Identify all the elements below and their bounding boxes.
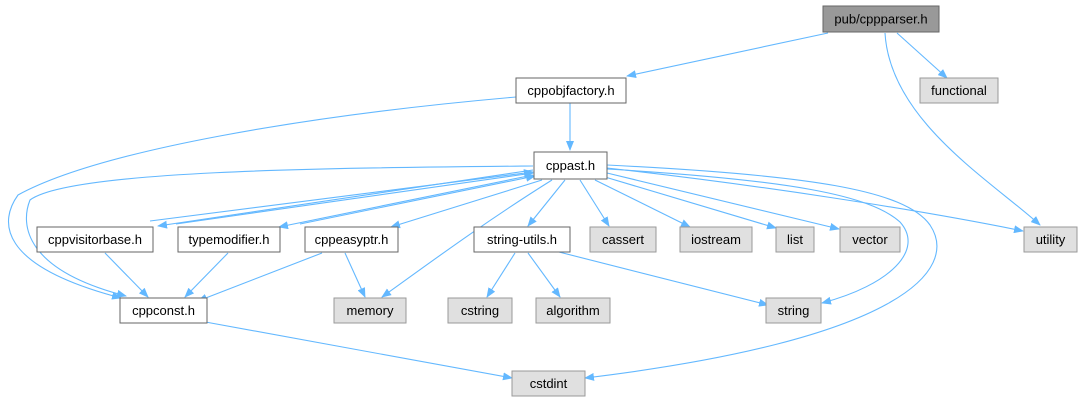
node-label: iostream [691,232,741,247]
node-label: string-utils.h [487,232,557,247]
node-stringutils[interactable]: string-utils.h [473,226,571,253]
edge-cppast-memory [381,179,553,298]
edge-cppast-string [606,168,909,305]
edge-cppast-utility [606,167,1024,234]
node-cppast[interactable]: cppast.h [533,151,608,180]
node-cppparser[interactable]: pub/cppparser.h [822,5,940,33]
node-algorithm: algorithm [535,297,611,324]
node-list: list [775,226,815,253]
node-label: typemodifier.h [189,232,270,247]
edge-cppobjfactory-cppconst [8,96,517,300]
node-label: cppast.h [546,158,595,173]
edge-typemodifier-cppconst [184,252,229,298]
edge-cppvisitorbase-cppast [149,169,534,222]
edge-typemodifier-cppast [175,170,534,225]
file-nodes: pub/cppparser.h cppobjfactory.h function… [36,5,1078,397]
node-cppeasyptr[interactable]: cppeasyptr.h [304,226,399,253]
edge-cppast-iostream [594,179,691,228]
edge-cppast-cppeasyptr [390,179,543,229]
node-cstring: cstring [447,297,513,324]
node-label: list [787,232,803,247]
edge-stringutils-algorithm [527,252,561,298]
dependency-edges [8,32,1041,381]
edge-cppast-stringutils [527,179,566,227]
node-typemodifier[interactable]: typemodifier.h [177,226,281,253]
node-label: cstdint [530,376,568,391]
node-cassert: cassert [589,226,657,253]
node-functional: functional [919,77,999,104]
node-label: algorithm [546,303,599,318]
edge-cppeasyptr-memory [344,252,366,298]
edge-cppvisitorbase-cppconst [104,252,149,298]
edge-cppast-cppconst [25,165,534,298]
node-cppvisitorbase[interactable]: cppvisitorbase.h [36,226,154,253]
node-label: cppconst.h [132,303,195,318]
edge-cppast-list [604,176,777,230]
node-label: cppvisitorbase.h [48,232,142,247]
node-utility: utility [1023,226,1078,253]
node-label: cppobjfactory.h [527,83,614,98]
node-vector: vector [839,226,901,253]
node-label: cstring [461,303,499,318]
node-iostream: iostream [679,226,753,253]
node-label: cppeasyptr.h [315,232,389,247]
edge-cppast-cppvisitorbase [157,169,534,229]
node-cstdint: cstdint [511,370,586,397]
edge-cppeasyptr-cppconst [197,252,323,302]
node-memory: memory [333,297,407,324]
node-cppconst[interactable]: cppconst.h [119,297,208,324]
node-label: pub/cppparser.h [834,12,927,27]
node-cppobjfactory[interactable]: cppobjfactory.h [515,77,627,104]
node-string: string [765,297,822,324]
edge-stringutils-cstring [486,252,516,298]
edge-cppparser-functional [896,32,948,79]
edge-cppparser-utility [884,32,1041,226]
node-label: memory [347,303,394,318]
edge-cppeasyptr-cppast [299,173,536,225]
edge-cppast-vector [606,172,840,231]
edge-cppast-typemodifier [278,174,534,230]
node-label: functional [931,83,987,98]
edge-cppast-cstdint [584,164,938,381]
node-label: string [778,303,810,318]
edge-cppconst-cstdint [199,320,513,381]
node-label: vector [852,232,888,247]
edge-cppast-cassert [579,179,610,227]
edge-stringutils-string [554,250,769,307]
node-label: utility [1036,232,1066,247]
node-label: cassert [602,232,644,247]
edge-cppparser-cppobjfactory [626,32,829,79]
